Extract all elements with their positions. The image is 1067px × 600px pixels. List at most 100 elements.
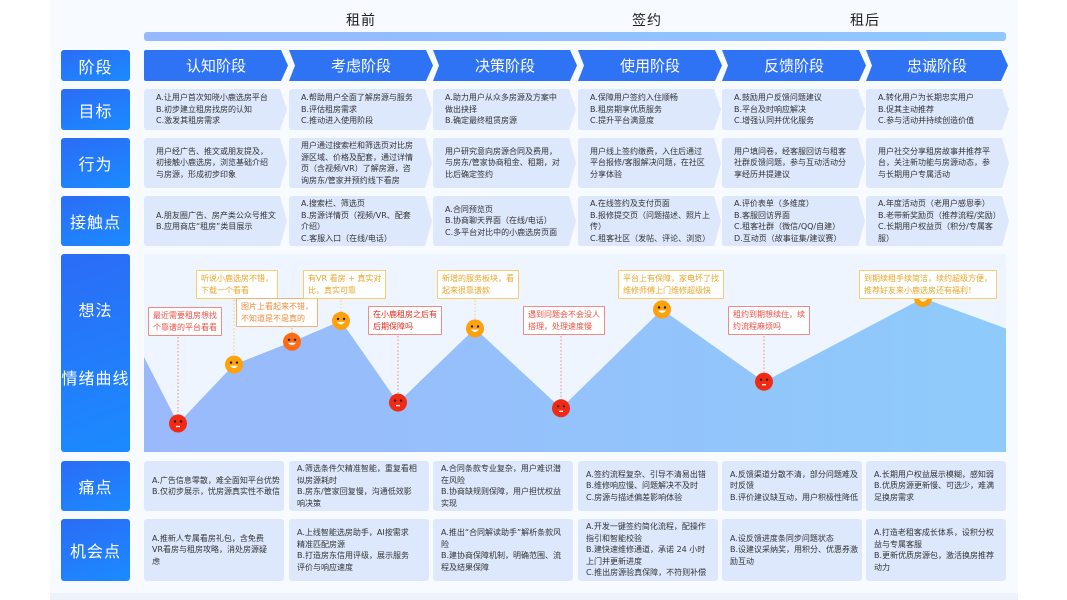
pain-cell-line: 响决策 xyxy=(297,498,321,508)
behavior-cell-line: 源区域、价格及配套，通过详情 xyxy=(301,152,413,162)
sad-face-icon xyxy=(389,393,407,412)
goal-cell-line: B.确定最终租赁房源 xyxy=(445,116,518,126)
behavior-cell-line: 与房源，形成初步印象 xyxy=(156,169,236,179)
touchpoint-cell-line: B.协商聊天界面（在线/电话） xyxy=(445,216,552,226)
happy-face-icon xyxy=(225,355,243,374)
sad-face-icon xyxy=(169,414,187,433)
pain-cell-line: B.仅初步展示，忧房源真实性不敢信 xyxy=(152,487,281,496)
thought-text: 搭理，处理速度慢 xyxy=(528,321,592,331)
thought-bubble: 平台上有保障，家电坏了找维修师傅上门维修超级快 xyxy=(618,270,724,299)
neutral-face-icon xyxy=(283,332,301,351)
touchpoint-cell-line: C.长期用户权益页（积分/专属客 xyxy=(878,222,993,231)
pain-cell-line: A.签约流程复杂、引导不清易出错 xyxy=(586,469,706,479)
behavior-cell-line: 用户通过搜索栏和筛选页对比房 xyxy=(301,141,413,150)
behavior-cell-line: 与房东/管家协商租金、租期，对 xyxy=(445,158,560,168)
sad-face-icon xyxy=(755,372,773,391)
opportunity-cell-line: 程及结果保障 xyxy=(441,562,489,572)
goal-cell-line: A.帮助用户全面了解房源与服务 xyxy=(301,93,413,103)
emotion-curve-chart xyxy=(144,289,1006,452)
touchpoint-cell-line: B.老带新奖励页（推荐流程/奖励） xyxy=(878,210,1001,220)
stage-1: 认知阶段 xyxy=(144,50,288,81)
touchpoint-cell-line: B.客服回访界面 xyxy=(734,210,791,220)
behavior-cell: 用户研究意向房源合同及费用，与房东/管家协商租金、租期，对比后确定签约 xyxy=(433,138,576,188)
opportunity-cell-line: 虑 xyxy=(152,556,160,566)
goal-cell-line: A.让用户首次知晓小鹿选房平台 xyxy=(156,93,268,103)
touchpoint-cell-line: A.年度活动页（老用户感恩季） xyxy=(878,199,990,208)
behavior-cell-line: 用户研究意向房源合同及费用， xyxy=(445,146,557,156)
row-label-stage: 阶段 xyxy=(61,50,130,81)
behavior-cell-line: 用户经广告、推文或朋友提及， xyxy=(156,146,268,156)
pain-cell-line: B.协商缺规则保障，用户担忧权益 xyxy=(441,487,562,496)
footer-strip xyxy=(50,593,1018,600)
touchpoint-cell-line: A.在线签约及支付页面 xyxy=(590,199,670,208)
pain-cell-line: 足换房需求 xyxy=(874,492,914,502)
stage-5: 反馈阶段 xyxy=(722,50,866,81)
opportunity-cell-line: VR看房与租房攻略，消处房源疑 xyxy=(152,545,268,555)
opportunity-cell-line: A.打造老租客成长体系，设积分权 xyxy=(874,528,994,537)
touchpoint-cell-line: 传） xyxy=(590,222,606,231)
thought-bubble: 到期续租手续简洁，续约超级方便，推荐好友来小鹿选房还有福利！ xyxy=(859,270,997,299)
pain-cell-line: 似房源耗时 xyxy=(297,475,337,485)
happy-face-icon xyxy=(466,319,484,338)
opportunity-cell-line: 励互动 xyxy=(730,556,754,566)
behavior-cell-line: 与长期用户专属活动 xyxy=(878,169,950,179)
goal-cell-line: C.增强认同并优化服务 xyxy=(734,116,815,126)
row-label-thoughts: 想法 xyxy=(78,301,113,320)
touchpoint-cell-line: B.房源详情页（视频/VR、配套 xyxy=(301,210,411,220)
touchpoint-cell-line: A.评价表单（多维度） xyxy=(734,199,814,208)
behavior-cell: 用户社交分享租房故事并推荐平台，关注新功能与房源动态，参与长期用户专属活动 xyxy=(866,138,1009,188)
phase-pre-rent: 租前 xyxy=(346,13,376,29)
opportunity-cell-line: B.建快速维修通道，承诺 24 小时 xyxy=(586,545,706,555)
thought-bubble: 新增的服务板块，看起来很靠谱欸 xyxy=(437,270,519,299)
touchpoint-cell-line: C.租客社群（微信/QQ/自建） xyxy=(734,222,841,231)
goal-cell-line: A.保障用户签约入住顺畅 xyxy=(590,93,678,103)
opportunity-cell-line: B.建协商保障机制，明确范围、流 xyxy=(441,551,562,560)
thought-text: 后期保障吗 xyxy=(373,321,413,331)
thought-text: 个靠谱的平台看看 xyxy=(153,322,217,332)
pain-cell-line: 时反馈 xyxy=(730,481,754,491)
stage-3: 决策阶段 xyxy=(433,50,577,81)
behavior-cell-line: 页（含视频/VR）了解房源，咨 xyxy=(301,164,411,173)
opportunity-cell-line: A.开发一键签约简化流程，配操作 xyxy=(586,522,706,532)
opportunity-cell-line: 精准匹配房源 xyxy=(297,539,345,549)
touchpoint-cell-line: C.多平台对比中的小鹿选房页面 xyxy=(445,227,558,237)
pain-cell-line: 实现 xyxy=(441,498,457,508)
stage-2: 考虑阶段 xyxy=(289,50,433,81)
behavior-cell: 用户经广告、推文或朋友提及，初接触小鹿选房，浏览基础介绍与房源，形成初步印象 xyxy=(144,138,287,188)
thought-bubble: 遇到问题会不会没人搭理，处理速度慢 xyxy=(523,306,605,335)
goal-cell-line: C.推动进入使用阶段 xyxy=(301,116,374,126)
pain-cell-line: B.维修响应慢、问题解决不及时 xyxy=(586,481,699,491)
thought-text: 在小鹿租房之后有 xyxy=(373,310,437,319)
touchpoint-cell-line: 介绍） xyxy=(301,222,325,231)
opportunity-cell-line: 上门并更新进度 xyxy=(586,556,642,566)
thought-text: 最近需要租房想找 xyxy=(153,311,217,320)
touchpoint-cell: A.年度活动页（老用户感恩季） B.老带新奖励页（推荐流程/奖励） C.长期用户权益… xyxy=(866,196,1009,246)
goal-cell-line: C.激发其租房需求 xyxy=(156,116,221,126)
stage-4: 使用阶段 xyxy=(578,50,722,81)
goal-cell-line: C.提升平台满意度 xyxy=(590,116,655,126)
pain-cell-line: C.房源与描述偏差影响体验 xyxy=(586,492,683,502)
row-label-touchpoint: 接触点 xyxy=(61,196,130,246)
pain-cell-line: 在风险 xyxy=(441,475,465,485)
row-label-pain: 痛点 xyxy=(61,461,130,511)
thought-text: 听说小鹿选房不错， xyxy=(201,274,273,283)
opportunity-cell-line: 动力 xyxy=(874,562,890,572)
behavior-cell: 用户线上签约缴费，入住后通过平台报修/客服解决问题，在社区分享体验 xyxy=(578,138,721,188)
thought-text: 有VR 看房 + 真实对 xyxy=(308,274,382,283)
row-label-goal: 目标 xyxy=(61,89,130,130)
touchpoint-cell-line: 服） xyxy=(878,233,894,243)
behavior-cell-line: 社群反馈问题，参与互动活动分 xyxy=(734,158,846,168)
opportunity-cell-line: 评价与响应速度 xyxy=(297,562,353,572)
goal-cell-line: B.促其主动推荐 xyxy=(878,104,935,114)
behavior-cell-line: 台，关注新功能与房源动态，参 xyxy=(878,158,990,168)
